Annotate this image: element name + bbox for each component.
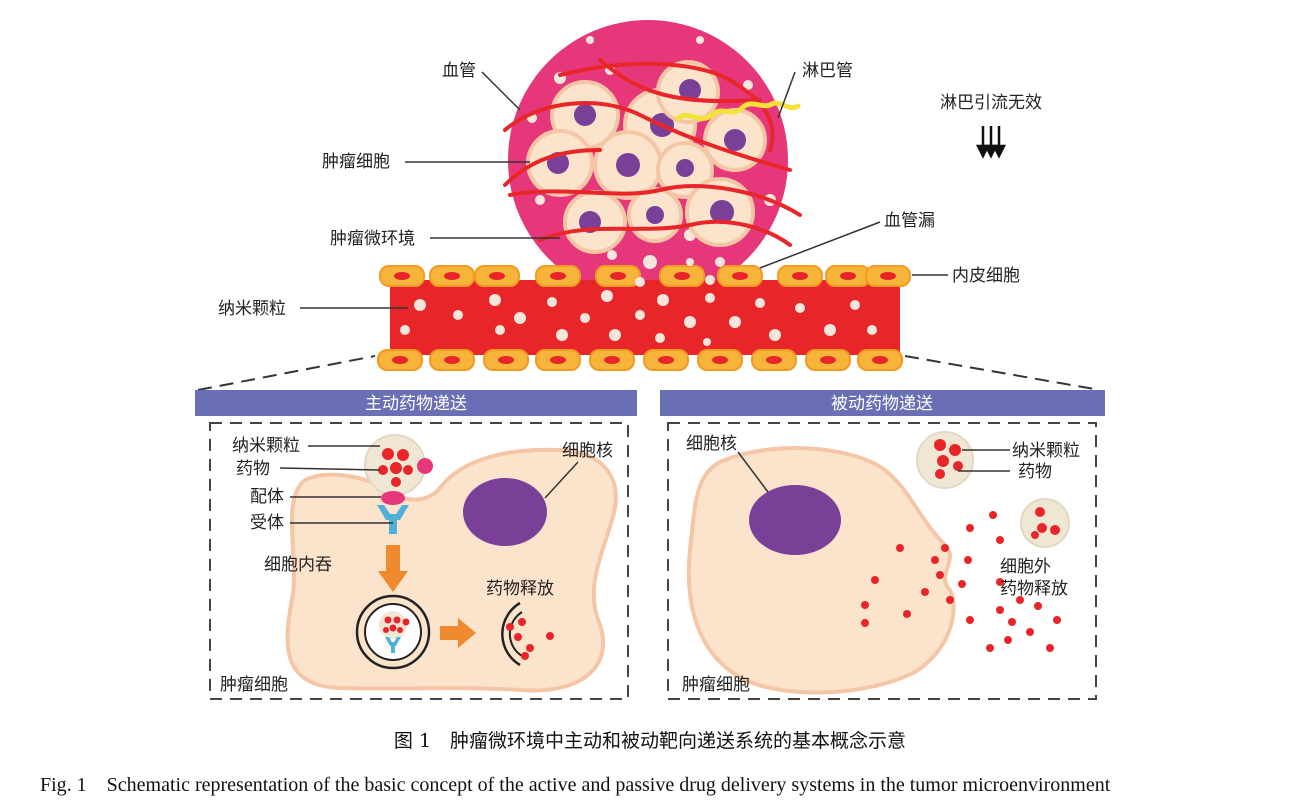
active-label-endocytosis: 细胞内吞 [264, 555, 332, 575]
endothelial-cell [777, 265, 823, 287]
endothelial-cell [857, 349, 903, 371]
endothelial-cell [717, 265, 763, 287]
label-blood-vessel: 血管 [442, 61, 476, 81]
active-panel-frame [209, 422, 629, 700]
endothelial-bottom-row [377, 349, 903, 371]
active-label-nanoparticle: 纳米颗粒 [232, 436, 300, 456]
endothelial-cell [825, 265, 871, 287]
passive-header-title: 被动药物递送 [831, 394, 933, 414]
tumor-cell [627, 187, 683, 243]
passive-panel [686, 431, 1070, 695]
endothelial-cell [697, 349, 743, 371]
endothelial-cell [379, 265, 425, 287]
tumor-mass [503, 20, 802, 300]
released-drug-dots [506, 618, 554, 660]
endosome-outer [355, 594, 431, 670]
endothelial-cell [865, 265, 911, 287]
passive-label-nanoparticle: 纳米颗粒 [1012, 441, 1080, 461]
active-nucleus [463, 478, 547, 546]
endothelial-top-row [379, 265, 911, 287]
endothelial-cell [659, 265, 705, 287]
endothelial-cell [751, 349, 797, 371]
active-label-drug-release: 药物释放 [486, 579, 554, 599]
receptor-shape [377, 505, 409, 534]
passive-label-extracellular-release: 药物释放 [1000, 579, 1068, 599]
label-tumor-microenvironment: 肿瘤微环境 [330, 229, 415, 249]
figure-caption-chinese: 图 1 肿瘤微环境中主动和被动靶向递送系统的基本概念示意 [393, 730, 907, 752]
vessel-nanoparticles [400, 258, 877, 346]
extracellular-drug-dots [861, 511, 1061, 652]
endosome-drug-dots [383, 616, 410, 633]
endothelial-cell [589, 349, 635, 371]
label-tumor-cell-top: 肿瘤细胞 [322, 152, 390, 172]
release-arrow-icon [440, 618, 476, 648]
endothelial-cell [377, 349, 423, 371]
tumor-cell [685, 177, 755, 247]
down-arrows-icon [975, 126, 1007, 159]
broken-endosome-outer [501, 601, 521, 667]
active-label-nucleus: 细胞核 [562, 441, 613, 461]
endothelial-cell [474, 265, 520, 287]
endothelial-cell [483, 349, 529, 371]
active-label-receptor: 受体 [250, 513, 284, 533]
endosome-receptor [385, 637, 401, 646]
tumor-cell [656, 141, 714, 199]
passive-nanoparticle-2 [1020, 498, 1070, 548]
endothelial-cell [595, 265, 641, 287]
endothelial-cell [429, 265, 475, 287]
endosome-receptor-stem [391, 645, 395, 653]
endothelial-cell [643, 349, 689, 371]
vessel-lumen [390, 280, 900, 355]
active-leader-lines [279, 445, 579, 524]
passive-label-drug: 药物 [1018, 462, 1052, 482]
tumor-cell [563, 190, 627, 254]
active-tumor-cell-body [285, 447, 618, 693]
top-leader-lines [300, 71, 948, 309]
passive-leader-lines [737, 449, 1010, 493]
active-label-tumor-cell: 肿瘤细胞 [220, 675, 288, 695]
active-header-bar [195, 390, 637, 416]
lymph-vessel-line [675, 100, 801, 122]
label-vessel-leak: 血管漏 [884, 211, 935, 231]
passive-label-extracellular: 细胞外 [1000, 557, 1051, 577]
active-label-drug: 药物 [236, 459, 270, 479]
label-lymph-vessel: 淋巴管 [802, 61, 853, 81]
passive-np2-drug-dots [1031, 507, 1060, 539]
active-drug-surface [417, 458, 433, 474]
passive-np1-drug-dots [934, 439, 963, 479]
label-lymph-drainage-ineffective: 淋巴引流无效 [940, 93, 1042, 113]
endothelial-cell [805, 349, 851, 371]
label-endothelial-cell: 内皮细胞 [952, 266, 1020, 286]
zoom-lines [197, 355, 1101, 391]
endothelial-cell [535, 349, 581, 371]
blood-vessel-band [377, 258, 911, 371]
active-drug-dots [378, 448, 413, 487]
endothelial-cell [535, 265, 581, 287]
endocytosis-arrow-icon [378, 545, 408, 592]
passive-label-nucleus: 细胞核 [686, 434, 737, 454]
figure-caption-english: Fig. 1 Schematic representation of the b… [40, 774, 1111, 796]
active-panel [279, 434, 618, 693]
label-nanoparticle-main: 纳米颗粒 [218, 299, 286, 319]
active-label-ligand: 配体 [250, 487, 284, 507]
blood-vessel-lines [503, 58, 802, 247]
passive-label-tumor-cell: 肿瘤细胞 [682, 675, 750, 695]
endothelial-cell [429, 349, 475, 371]
tumor-cell [593, 130, 663, 200]
passive-panel-frame [667, 422, 1097, 700]
broken-endosome-inner [508, 611, 523, 657]
passive-header-bar [660, 390, 1105, 416]
passive-nucleus [749, 485, 841, 555]
passive-tumor-cell-body [686, 446, 956, 695]
active-header-title: 主动药物递送 [365, 394, 467, 414]
ligand-shape [381, 491, 405, 505]
